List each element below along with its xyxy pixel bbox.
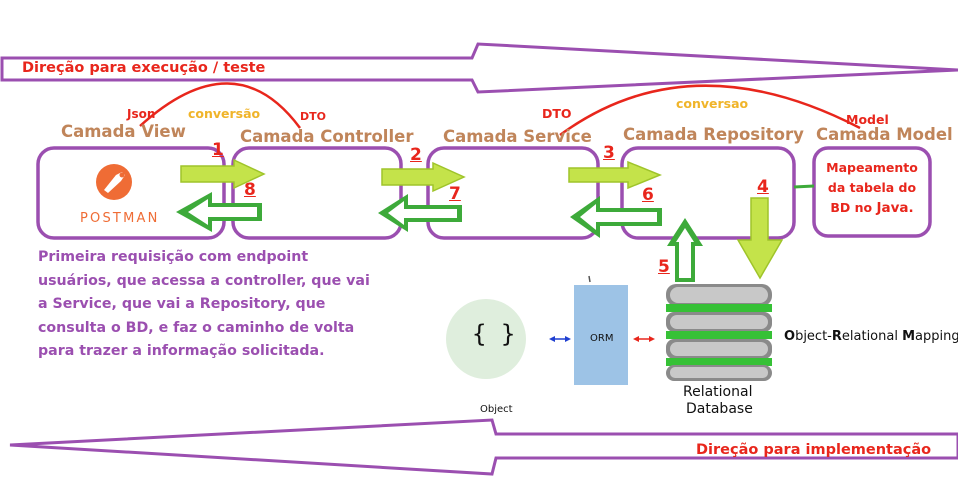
orm-expansion-M: M [902, 329, 916, 344]
model-box [812, 146, 932, 238]
step-5: 5 [658, 257, 670, 277]
step-3: 3 [603, 143, 615, 163]
conversion-label-left: conversão [188, 106, 261, 121]
model-box-line2: da tabela do [827, 180, 917, 195]
layer-title-repository: Camada Repository [623, 125, 804, 144]
model-box-line3: BD no Java. [820, 198, 924, 218]
model-box-java: Java. [876, 200, 914, 216]
orm-expansion-R: R [831, 329, 842, 344]
orm-label: ORM [590, 333, 614, 344]
conversion-arc-left [139, 82, 302, 129]
orm-expansion-O: O [784, 329, 796, 344]
layer-title-view: Camada View [61, 122, 186, 141]
blue-double-arrow-icon [549, 336, 571, 342]
object-braces: { } [472, 320, 516, 348]
dto-label-left: DTO [300, 110, 326, 123]
view-box [36, 146, 226, 240]
forward-arrow-1 [180, 158, 266, 190]
orm-expansion-bject: bject- [795, 329, 832, 344]
layer-title-controller: Camada Controller [240, 127, 414, 146]
red-double-arrow-icon [633, 336, 655, 342]
orm-expansion-elational: elational [841, 329, 903, 344]
object-circle [446, 299, 526, 379]
back-arrow-7 [378, 194, 462, 232]
service-box [426, 146, 600, 240]
model-box-line1: Mapeamento [826, 160, 918, 175]
orm-expansion: Object-Relational Mapping [784, 329, 958, 344]
back-arrow-8 [176, 192, 262, 232]
json-label: Json [127, 107, 156, 121]
step-8: 8 [244, 180, 256, 200]
postman-logo-icon [96, 164, 132, 200]
down-arrow-4 [736, 197, 784, 280]
description-text: Primeira requisição com endpoint usuário… [38, 249, 370, 359]
bottom-banner-label: Direção para implementação [696, 442, 932, 458]
top-banner-label: Direção para execução / teste [22, 60, 266, 76]
layer-title-model: Camada Model [816, 125, 953, 144]
db-label-1: Relational [683, 384, 753, 400]
controller-box [231, 146, 403, 240]
layer-title-service: Camada Service [443, 127, 592, 146]
conversion-arc-right [559, 84, 861, 137]
model-label: Model [846, 112, 889, 127]
up-arrow-5 [667, 218, 703, 282]
step-2: 2 [410, 145, 422, 165]
bottom-direction-arrow [9, 418, 958, 476]
db-label-2: Database [686, 401, 753, 417]
step-7: 7 [449, 184, 461, 204]
model-box-text: Mapeamento da tabela do BD no Java. [820, 158, 924, 218]
repository-box [620, 146, 796, 240]
cursor-mark [588, 275, 591, 283]
top-direction-arrow [0, 42, 958, 94]
step-4: 4 [757, 177, 769, 197]
dto-label-right: DTO [542, 106, 572, 121]
orm-expansion-apping: apping [915, 329, 958, 344]
step-1: 1 [212, 140, 224, 160]
step-6: 6 [642, 185, 654, 205]
model-box-line3-text: BD no [830, 200, 873, 215]
database-icon [666, 284, 772, 381]
forward-arrow-3 [568, 160, 662, 190]
object-label: Object [480, 404, 513, 415]
repo-model-connector [793, 184, 815, 189]
back-arrow-6 [570, 196, 662, 238]
postman-label: POSTMAN [80, 211, 160, 226]
forward-arrow-2 [381, 161, 466, 193]
conversion-label-right: conversao [676, 96, 749, 111]
orm-box [574, 285, 628, 385]
